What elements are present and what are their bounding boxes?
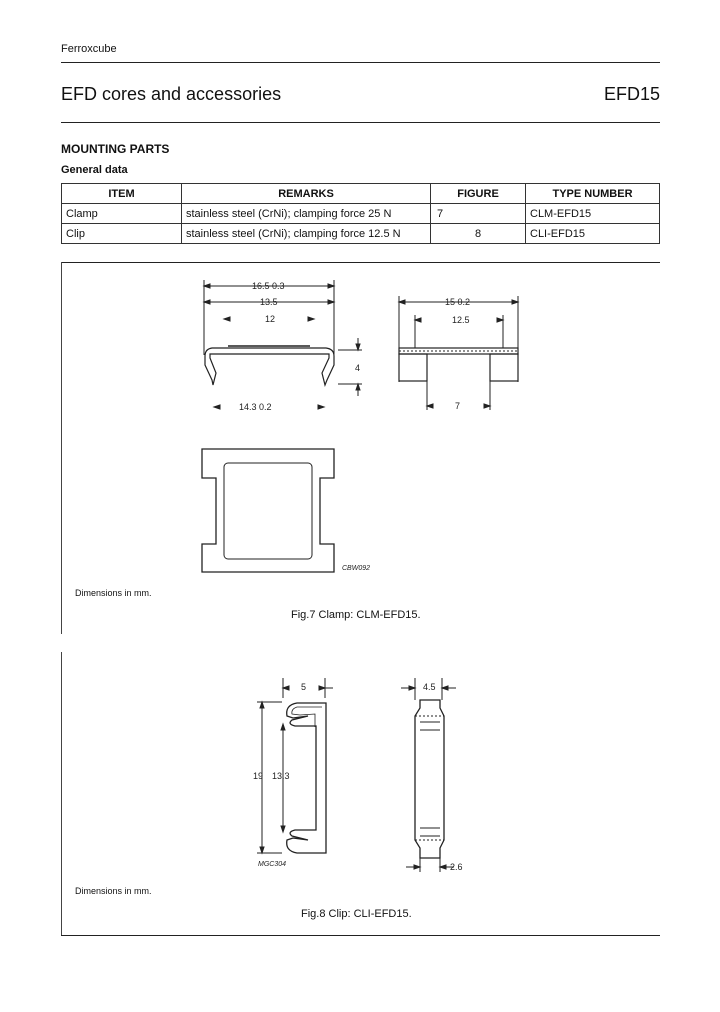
fig7-dim-mid: 13.5 [260, 297, 278, 307]
section-title: MOUNTING PARTS [61, 142, 170, 156]
company-name: Ferroxcube [61, 43, 117, 55]
fig7-dim-bottom: 14.3 0.2 [239, 402, 272, 412]
table-row: Clip stainless steel (CrNi); clamping fo… [61, 223, 660, 244]
document-id: EFD15 [603, 84, 660, 104]
fig7-dim-side-inner: 12.5 [452, 315, 470, 325]
table-header-row: ITEM REMARKS FIGURE TYPE NUMBER [61, 183, 660, 204]
page-title: EFD cores and accessories [61, 84, 282, 104]
table-cell: stainless steel (CrNi); clamping force 1… [181, 223, 431, 244]
fig8-dim-inner-height: 13.3 [272, 771, 290, 781]
fig8-rule-bottom [61, 935, 660, 936]
fig7-dim-overall: 16.5 0.3 [252, 281, 285, 291]
fig8-dim-side-bottom: 2.6 [450, 862, 463, 872]
fig8-dim-height: 19 [253, 771, 263, 781]
fig8-dimension-note: Dimensions in mm. [75, 886, 152, 896]
table-header-cell: TYPE NUMBER [525, 183, 660, 204]
header-rule-top [61, 62, 660, 63]
subsection-title: General data [61, 164, 128, 176]
general-data-table: ITEM REMARKS FIGURE TYPE NUMBER Clamp st… [61, 183, 660, 244]
fig7-dim-height: 4 [355, 363, 360, 373]
fig7-dim-side-bottom: 7 [455, 401, 460, 411]
fig8-caption: Fig.8 Clip: CLI-EFD15. [301, 908, 412, 920]
fig7-rule-top [61, 262, 660, 263]
fig7-dim-inner: 12 [265, 314, 275, 324]
fig7-dimension-note: Dimensions in mm. [75, 588, 152, 598]
table-cell: 8 [430, 223, 526, 244]
header-rule-bottom [61, 122, 660, 123]
fig7-dim-side-overall: 15 0.2 [445, 297, 470, 307]
fig7-drawing-code: CBW092 [342, 565, 370, 572]
table-cell: Clip [61, 223, 182, 244]
fig8-dim-side-width: 4.5 [423, 682, 436, 692]
fig7-frame [61, 262, 661, 634]
table-cell: CLI-EFD15 [525, 223, 660, 244]
fig8-frame [61, 652, 661, 935]
fig8-dim-width: 5 [301, 682, 306, 692]
fig8-drawing-code: MGC304 [258, 861, 286, 868]
fig7-caption: Fig.7 Clamp: CLM-EFD15. [291, 609, 421, 621]
